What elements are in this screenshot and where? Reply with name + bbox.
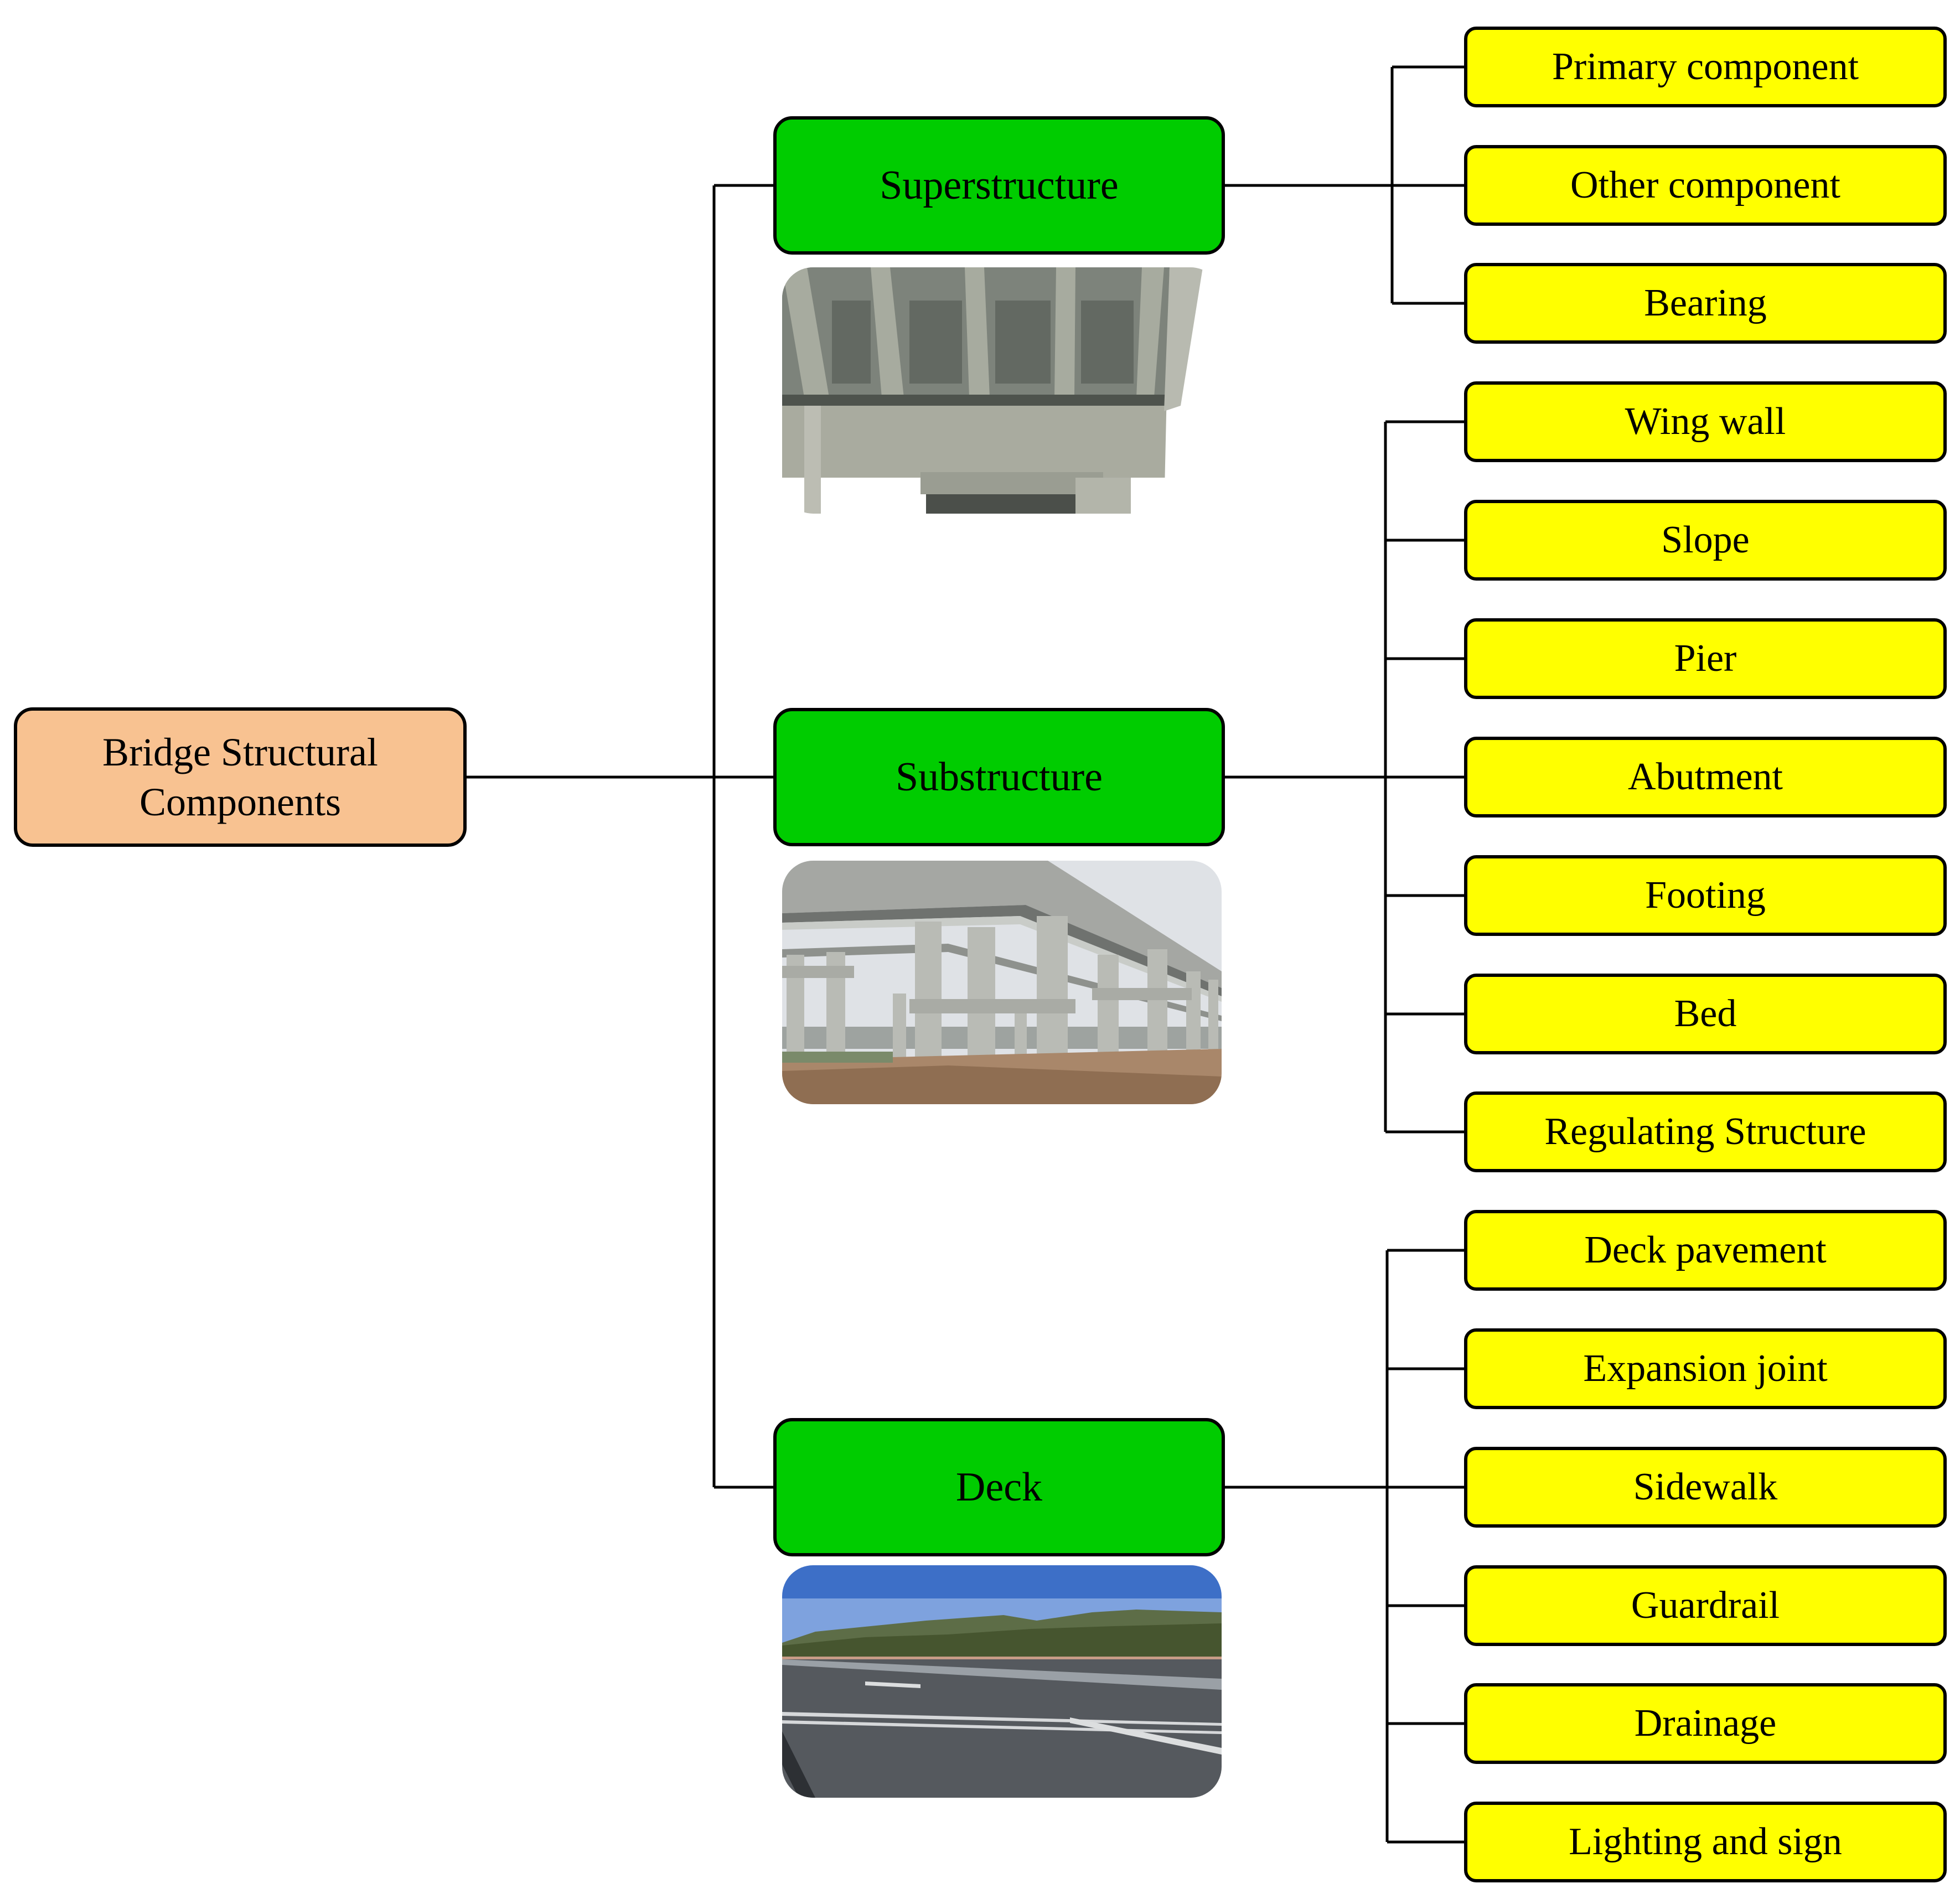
leaf-node-bearing: Bearing — [1464, 263, 1947, 344]
leaf-node-regulating-structure: Regulating Structure — [1464, 1091, 1947, 1172]
root-node: Bridge Structural Components — [14, 707, 467, 847]
road-deck-photo — [782, 1565, 1222, 1798]
leaf-node-sidewalk: Sidewalk — [1464, 1447, 1947, 1528]
leaf-node-bed: Bed — [1464, 974, 1947, 1054]
leaf-node-pier: Pier — [1464, 618, 1947, 699]
category-node-superstructure: Superstructure — [773, 116, 1225, 255]
category-node-substructure: Substructure — [773, 708, 1225, 846]
leaf-node-deck-pavement: Deck pavement — [1464, 1210, 1947, 1291]
bridge-piers-photo — [782, 861, 1222, 1104]
leaf-node-expansion-joint: Expansion joint — [1464, 1328, 1947, 1409]
category-node-deck: Deck — [773, 1418, 1225, 1556]
concrete-girder-underside-photo — [782, 267, 1222, 514]
leaf-node-footing: Footing — [1464, 855, 1947, 936]
leaf-node-wing-wall: Wing wall — [1464, 381, 1947, 462]
leaf-node-guardrail: Guardrail — [1464, 1565, 1947, 1646]
leaf-node-slope: Slope — [1464, 500, 1947, 581]
leaf-node-lighting-and-sign: Lighting and sign — [1464, 1802, 1947, 1882]
leaf-node-other-component: Other component — [1464, 145, 1947, 226]
leaf-node-drainage: Drainage — [1464, 1683, 1947, 1764]
leaf-node-primary-component: Primary component — [1464, 27, 1947, 107]
leaf-node-abutment: Abutment — [1464, 737, 1947, 817]
